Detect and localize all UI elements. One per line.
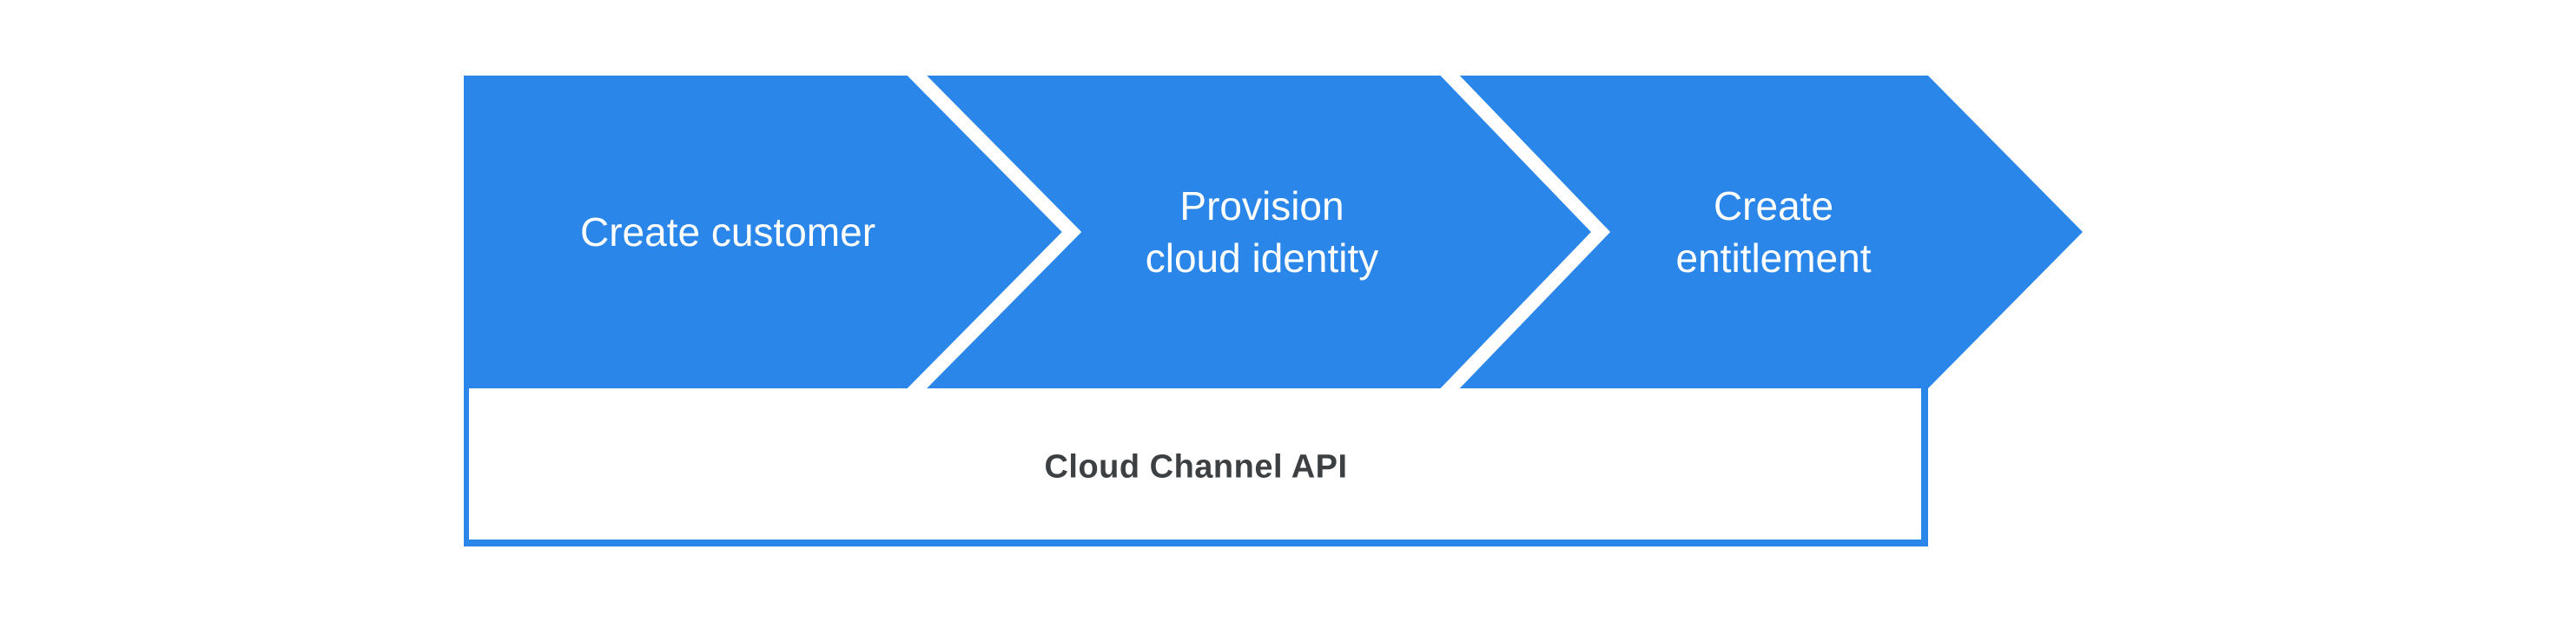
step-provision-cloud-identity: Provision cloud identity: [1146, 180, 1379, 284]
step-label-line: entitlement: [1675, 235, 1872, 281]
chevron-arrow-shape: [464, 76, 2083, 388]
step-label-line: Provision: [1179, 183, 1344, 228]
api-box-border-right: [1921, 388, 1928, 546]
api-box-background: [464, 388, 1928, 546]
step-label-line: Create: [1713, 183, 1834, 228]
step-create-customer: Create customer: [580, 206, 875, 258]
chevron-separator-1: [903, 76, 1082, 388]
api-box-border-left: [464, 388, 469, 546]
step-create-entitlement: Create entitlement: [1675, 180, 1871, 284]
step-label-line: Create customer: [579, 209, 876, 255]
chevron-separator-2: [1437, 76, 1611, 388]
api-box-label: Cloud Channel API: [1044, 448, 1348, 486]
api-box-border-bottom: [464, 540, 1928, 546]
step-label-line: cloud identity: [1145, 235, 1379, 281]
